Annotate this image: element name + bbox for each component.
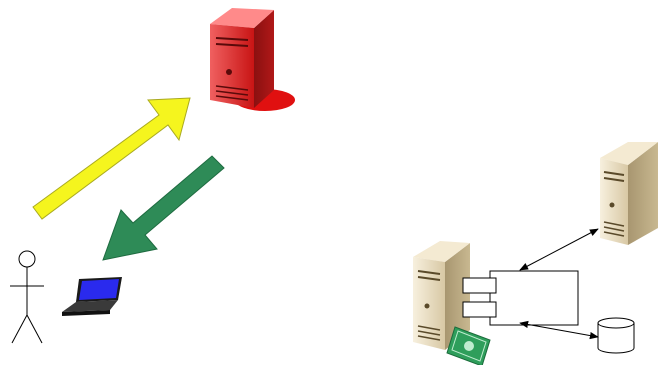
money-bill-icon <box>447 327 490 365</box>
stick-figure-user-icon <box>10 251 44 343</box>
backend-server-icon <box>600 142 658 245</box>
component-backend-connector <box>520 229 598 270</box>
uml-component-icon <box>463 271 578 325</box>
laptop-icon <box>62 277 122 316</box>
web-server-icon <box>210 8 295 111</box>
response-arrow <box>103 156 224 260</box>
database-cylinder-icon <box>598 318 634 353</box>
